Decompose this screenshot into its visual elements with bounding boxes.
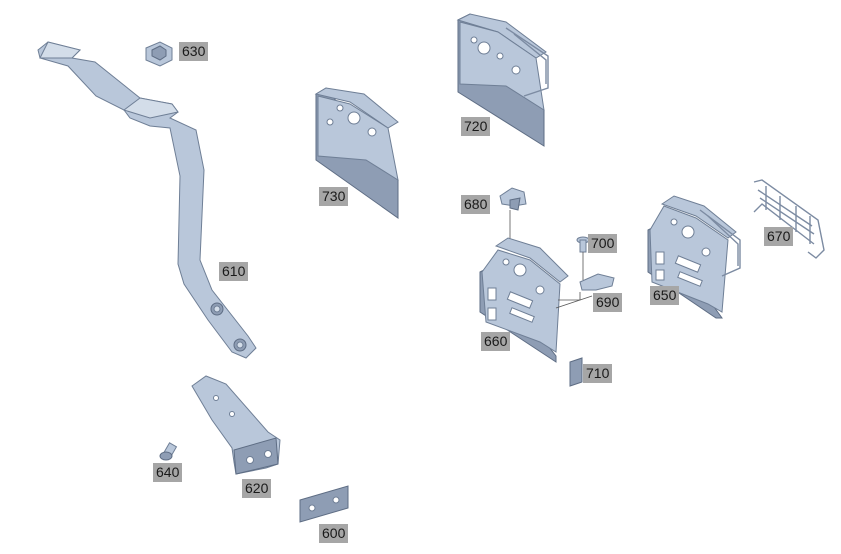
- label-680: 680: [461, 195, 491, 214]
- label-610: 610: [219, 262, 249, 281]
- label-730: 730: [319, 187, 349, 206]
- label-690: 690: [593, 293, 623, 312]
- label-670: 670: [764, 227, 794, 246]
- label-630: 630: [179, 42, 209, 61]
- part-710-plate: [569, 357, 583, 387]
- part-720-box-assembly: [456, 13, 549, 147]
- label-710: 710: [583, 364, 613, 383]
- label-640: 640: [153, 463, 183, 482]
- label-720: 720: [461, 117, 491, 136]
- part-630-clip-nut: [145, 41, 173, 67]
- label-600: 600: [319, 524, 349, 543]
- part-650-assembly: [647, 195, 741, 319]
- part-680-clip: [499, 187, 527, 211]
- label-660: 660: [481, 332, 511, 351]
- label-650: 650: [650, 286, 680, 305]
- part-730-mounting-plate: [314, 87, 399, 219]
- part-690-latch: [555, 273, 615, 309]
- part-660-plate-assembly: [479, 210, 569, 363]
- part-600-plate: [299, 485, 349, 523]
- part-610-bracket: [37, 41, 257, 359]
- part-640-bolt: [159, 442, 178, 461]
- part-670-wire-cage: [753, 179, 825, 259]
- label-620: 620: [242, 479, 272, 498]
- label-700: 700: [588, 234, 618, 253]
- part-620-angle-bracket: [191, 375, 281, 475]
